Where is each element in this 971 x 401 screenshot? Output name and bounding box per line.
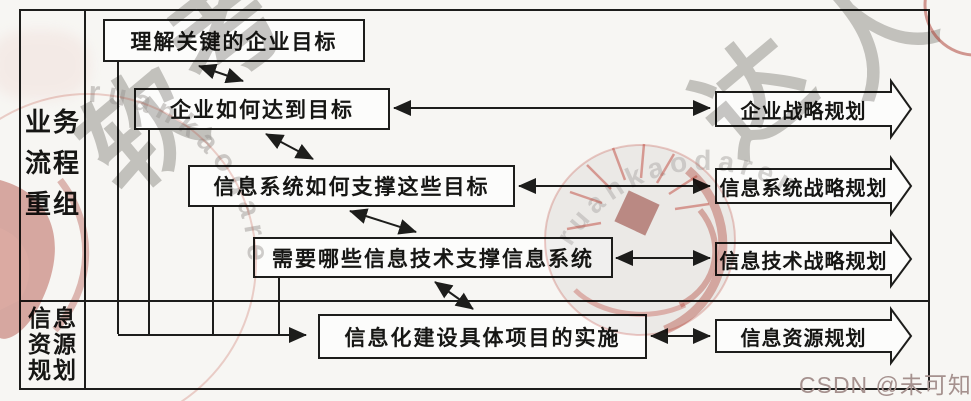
plan-arrow-label-enterprise: 企业战略规划 [740, 100, 867, 123]
row-header-irp-line: 信息 [28, 305, 78, 331]
link-box3-box4 [349, 208, 417, 235]
row-header-bpr: 业务 流程 重组 [21, 102, 85, 225]
row-header-irp-line: 规划 [28, 357, 78, 383]
link-box4-box5 [434, 281, 474, 310]
process-box-is-support: 信息系统如何支撑这些目标 [188, 165, 515, 207]
link-box1-box2 [198, 63, 244, 84]
row-header-irp-line: 资源 [28, 331, 78, 357]
row-header-bpr-line: 流程 [24, 148, 81, 178]
process-box-implementation: 信息化建设具体项目的实施 [318, 314, 647, 359]
plan-arrow-label-is: 信息系统战略规划 [719, 177, 888, 200]
csdn-credit: CSDN @未可知777 [799, 372, 971, 398]
process-box-understand-goals: 理解关键的企业目标 [103, 19, 365, 62]
plan-arrow-label-irp: 信息资源规划 [740, 327, 867, 350]
link-box2-box3 [265, 133, 314, 160]
plan-arrow-label-it: 信息技术战略规划 [719, 250, 888, 273]
scan-tint [0, 30, 90, 100]
row-header-bpr-line: 业务 [24, 107, 81, 137]
process-box-how-reach-goals: 企业如何达到目标 [134, 88, 390, 130]
row-header-bpr-line: 重组 [24, 189, 81, 219]
watermark-corner-arc [923, 0, 971, 57]
process-box-it-needed: 需要哪些信息技术支撑信息系统 [253, 237, 613, 278]
row-header-irp: 信息 资源 规划 [21, 305, 85, 383]
